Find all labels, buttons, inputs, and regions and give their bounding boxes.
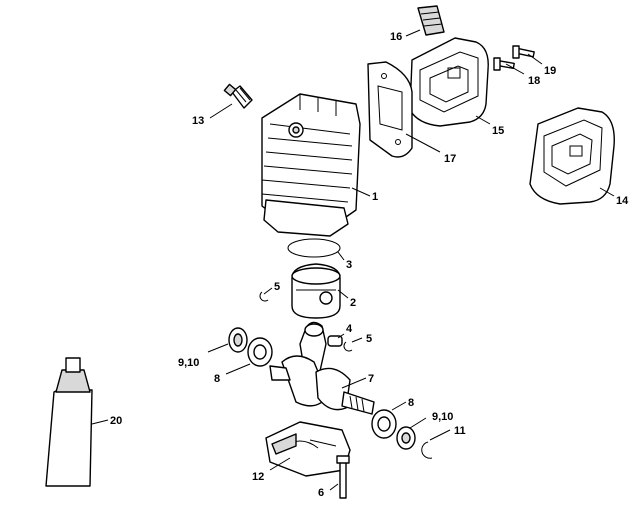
part-3-piston-ring	[287, 238, 341, 258]
callout-1: 1	[372, 191, 378, 203]
part-13-spark-plug	[223, 83, 253, 109]
part-9-10-seal-left	[228, 327, 248, 353]
part-8-bearing-right	[371, 409, 397, 439]
callout-6: 6	[318, 487, 324, 499]
part-15-muffler	[409, 37, 489, 127]
part-17-gasket	[367, 61, 413, 158]
part-6-screw	[336, 455, 350, 499]
callout-13: 13	[192, 115, 204, 127]
callout-11: 11	[454, 425, 466, 437]
callout-5-top: 5	[274, 281, 280, 293]
callout-17: 17	[444, 153, 456, 165]
part-11-circlip	[421, 441, 433, 459]
callout-8-left: 8	[214, 373, 220, 385]
part-12-crankcase	[265, 421, 351, 477]
callout-12: 12	[252, 471, 264, 483]
part-4-needle-cage	[327, 335, 343, 347]
part-5-circlip-left	[259, 291, 269, 302]
part-14-muffler	[529, 107, 615, 205]
part-1-cylinder	[261, 93, 361, 237]
callout-19: 19	[544, 65, 556, 77]
callout-14: 14	[616, 195, 629, 207]
callout-4: 4	[346, 323, 353, 335]
callout-9-10-left: 9,10	[178, 357, 199, 369]
callout-9-10-right: 9,10	[432, 411, 453, 423]
part-20-tube	[45, 357, 93, 487]
callout-15: 15	[492, 125, 504, 137]
part-2-piston	[291, 263, 341, 319]
part-16-filter-tab	[417, 5, 445, 36]
callout-2: 2	[350, 297, 356, 309]
callout-5-right: 5	[366, 333, 372, 345]
part-8-bearing-left	[247, 337, 273, 367]
callout-7: 7	[368, 373, 374, 385]
leader-lines	[91, 29, 615, 491]
part-18-screw	[493, 57, 515, 71]
part-9-10-seal-right	[396, 426, 416, 450]
callout-3: 3	[346, 259, 352, 271]
callout-20: 20	[110, 415, 122, 427]
callout-18: 18	[528, 75, 540, 87]
part-5-circlip-right	[343, 341, 353, 352]
callout-8-right: 8	[408, 397, 414, 409]
part-7-crankshaft	[269, 321, 375, 415]
callout-16: 16	[390, 31, 402, 43]
